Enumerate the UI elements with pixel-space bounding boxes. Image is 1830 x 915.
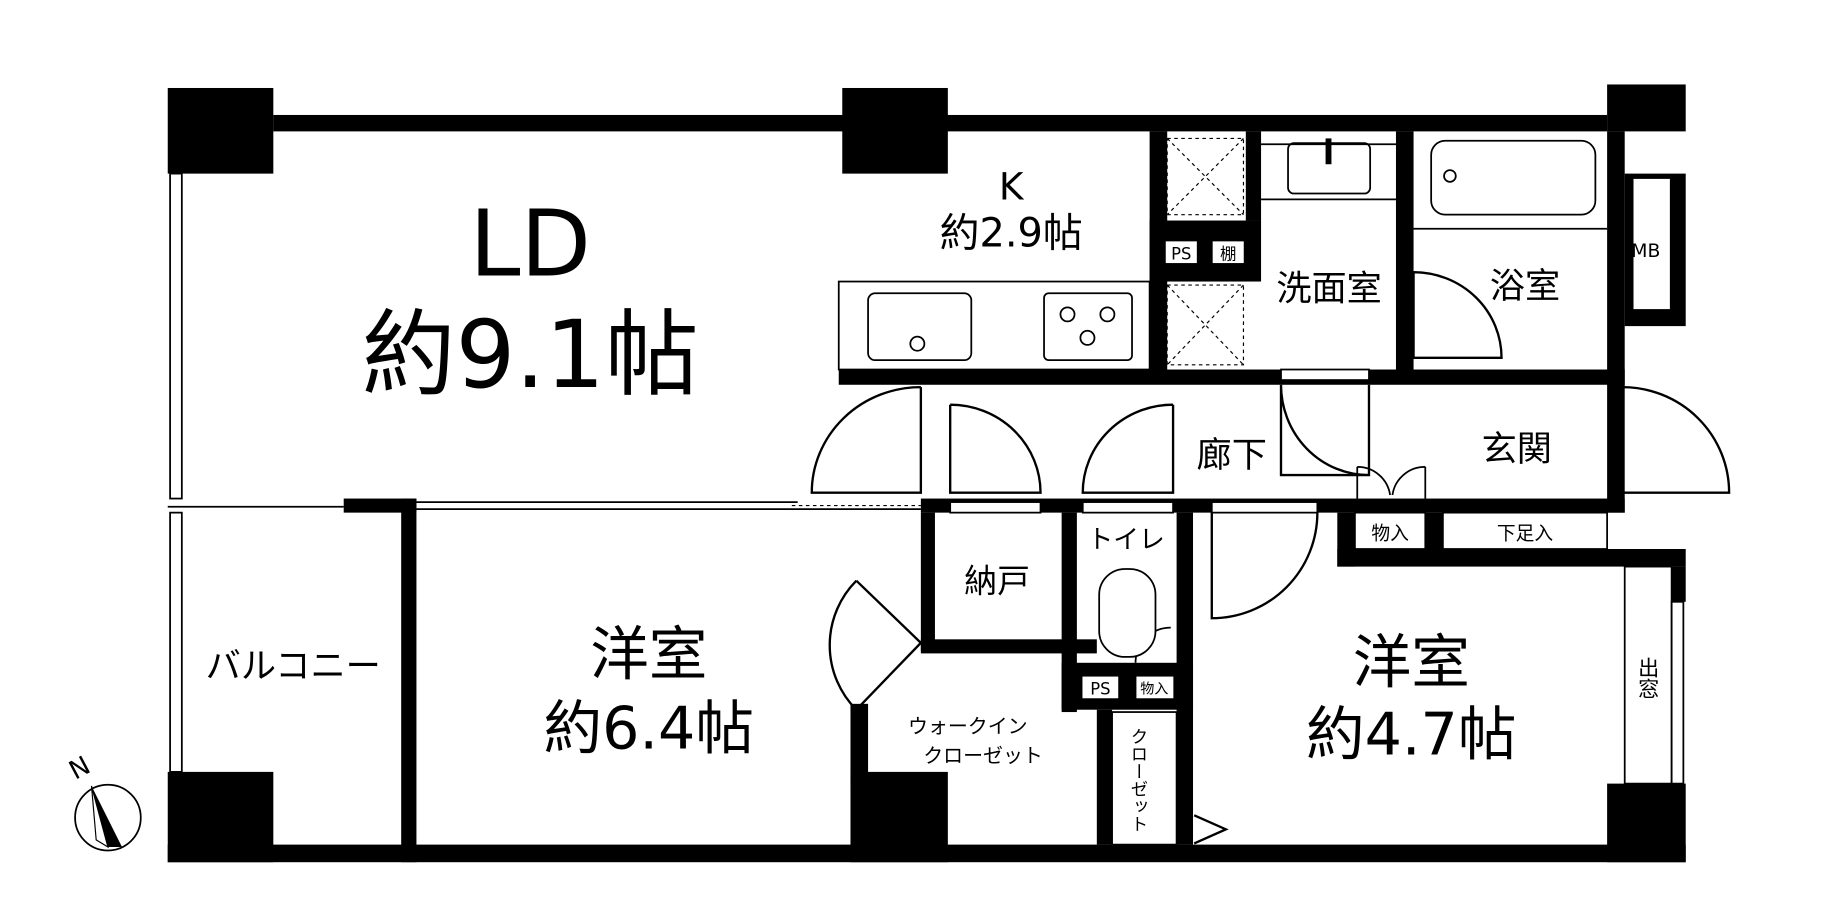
storeroom-label: 納戸 — [964, 562, 1030, 600]
ps-top-label: PS — [1171, 244, 1191, 263]
entrance-storage-label: 物入 — [1371, 523, 1409, 545]
bay-window-label: 出窓 — [1636, 656, 1661, 699]
closet-label: クローゼット — [1128, 727, 1148, 833]
western-room-1-label: 洋室 — [590, 621, 707, 689]
western-room-2-size: 約4.7帖 — [1306, 700, 1517, 768]
compass-north-label: N — [64, 751, 95, 787]
western-room-2-label: 洋室 — [1353, 629, 1470, 697]
western-room-1-size: 約6.4帖 — [543, 694, 754, 762]
balcony-label: バルコニー — [206, 646, 381, 687]
kitchen-size: 約2.9帖 — [940, 210, 1083, 256]
walls — [167, 84, 1686, 863]
kitchen-sink — [867, 292, 973, 362]
toilet-bowl — [1098, 568, 1157, 658]
fixtures — [837, 137, 1608, 846]
bathtub — [1430, 139, 1597, 216]
room-labels: LD 約9.1帖 K 約2.9帖 PS 棚 洗面室 浴室 MB 廊下 玄関 物入… — [206, 164, 1661, 832]
shoe-storage-label: 下足入 — [1497, 524, 1553, 545]
compass-icon: N — [64, 751, 142, 852]
shelf-label: 棚 — [1220, 244, 1236, 263]
entrance-label: 玄関 — [1482, 429, 1552, 470]
bathroom-label: 浴室 — [1490, 266, 1560, 307]
walk-in-closet-label-1: ウォークイン — [908, 714, 1028, 738]
ps-bottom-label: PS — [1090, 679, 1110, 698]
ld-label: LD — [470, 191, 591, 298]
windows — [167, 172, 1685, 860]
kitchen-label: K — [999, 164, 1025, 208]
toilet-label: トイレ — [1087, 525, 1164, 555]
toilet-storage-label: 物入 — [1140, 681, 1168, 697]
hallway-label: 廊下 — [1197, 435, 1267, 476]
washroom-label: 洗面室 — [1276, 268, 1382, 309]
stove — [1043, 292, 1133, 362]
ld-size: 約9.1帖 — [362, 301, 699, 410]
walk-in-closet-label-2: クローゼット — [923, 744, 1043, 768]
mb-label: MB — [1631, 241, 1660, 262]
